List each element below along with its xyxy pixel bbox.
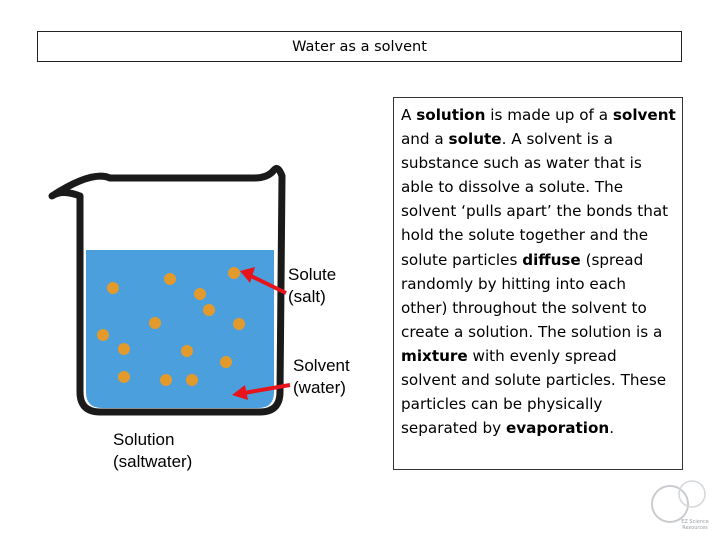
description-box: A solution is made up of a solvent and a… [393,97,683,470]
page-title: Water as a solvent [292,38,427,55]
solute-arrow [240,267,287,295]
description-bold-term: mixture [401,346,468,365]
solvent-arrow [232,383,291,400]
salt-particle [118,371,130,383]
salt-particle [107,282,119,294]
salt-particle [233,318,245,330]
logo-line1: EZ Science [681,519,709,525]
description-text: A solution is made up of a solvent and a… [401,103,676,440]
salt-particle [181,345,193,357]
solvent-label-line2: (water) [293,378,346,397]
description-segment: with evenly spread solvent and solute pa… [401,346,667,438]
salt-particle [194,288,206,300]
salt-particle [220,356,232,368]
solution-label: Solution (saltwater) [113,429,192,473]
logo-line2: Resources [682,525,708,531]
salt-particle [160,374,172,386]
salt-particle [149,317,161,329]
solute-label-line2: (salt) [288,287,326,306]
logo-text: EZ Science Resources [674,519,716,531]
title-box: Water as a solvent [37,31,682,62]
salt-particle [203,304,215,316]
description-bold-term: solvent [612,106,676,124]
solution-label-line1: Solution [113,430,175,449]
salt-particle [118,343,130,355]
salt-particle [186,374,198,386]
description-bold-term: solute [448,130,502,149]
solute-label: Solute (salt) [288,264,336,308]
solvent-label-line1: Solvent [293,356,350,375]
description-segment: A [401,106,417,124]
salt-particle [228,267,240,279]
salt-particle [97,329,109,341]
salt-particles [97,267,245,386]
description-bold-term: evaporation [505,419,610,438]
description-bold-term: solution [416,106,486,124]
description-segment: (spread randomly by hitting into each ot… [401,250,663,341]
solute-label-line1: Solute [288,265,337,284]
solvent-label: Solvent (water) [293,355,350,399]
description-segment: is made up of a [485,106,613,124]
description-segment: and a [401,130,449,149]
solution-label-line2: (saltwater) [113,452,193,471]
water [86,250,274,408]
logo-icon [651,480,706,523]
salt-particle [164,273,176,285]
description-segment: . A solvent is a substance such as water… [401,130,669,269]
description-bold-term: diffuse [522,250,581,269]
description-segment: . [609,419,615,438]
beaker-outline [48,165,286,416]
